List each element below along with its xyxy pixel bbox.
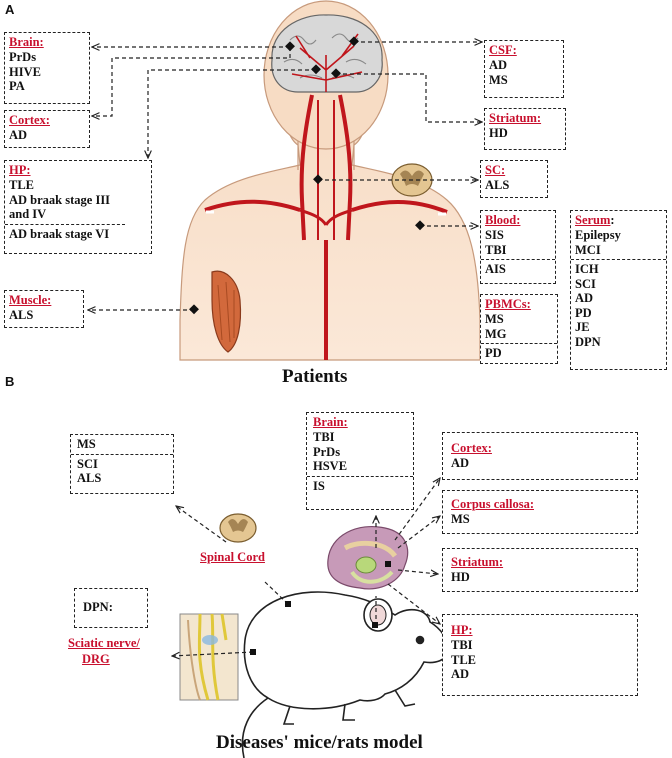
a-cortex-item: AD: [9, 128, 28, 142]
a-pbmcs-item: MS: [485, 312, 504, 326]
a-csf-item: AD: [489, 58, 508, 72]
a-brain-item: HIVE: [9, 64, 41, 79]
b-brain-item: PrDs: [313, 444, 341, 459]
a-hp-title: HP:: [9, 163, 31, 177]
b-brain-item: HSVE: [313, 459, 348, 473]
panel-b-letter: B: [5, 374, 15, 389]
b-striatum-item: HD: [451, 570, 470, 584]
b-corpus-item: MS: [451, 512, 470, 526]
a-hp-box: HP: TLE AD braak stage III and IV AD bra…: [4, 160, 152, 254]
a-brain-item: PrDs: [9, 50, 37, 64]
b-brain-divider: [307, 475, 413, 477]
a-cortex-box: Cortex: AD: [4, 110, 90, 148]
a-sc-box: SC: ALS: [480, 160, 548, 198]
a-blood-item: SIS: [485, 228, 504, 242]
brain-icon: [271, 14, 383, 93]
a-striatum-item: HD: [489, 126, 508, 140]
b-cortex-title: Cortex:: [451, 441, 492, 455]
a-csf-box: CSF: AD MS: [484, 40, 564, 98]
a-pbmcs-item: PD: [485, 346, 502, 360]
a-pbmcs-divider: [481, 343, 557, 344]
b-hp-item: TBI: [451, 638, 473, 652]
panel-b-connectors: [172, 478, 440, 656]
drg-label: DRG: [82, 652, 110, 666]
b-brain-item: TBI: [313, 430, 335, 444]
a-pbmcs-item: MG: [485, 326, 507, 341]
sciatic-nerve-label: Sciatic nerve/: [68, 636, 140, 650]
panel-b-anchor-points: [250, 561, 391, 655]
b-brain-item: IS: [313, 478, 325, 493]
b-sc-item: MS: [77, 437, 96, 451]
b-hp-item: TLE: [451, 652, 477, 667]
spinal-cord-icon: [219, 513, 257, 543]
a-serum-item: SCI: [575, 276, 596, 291]
a-striatum-box: Striatum: HD: [484, 108, 566, 150]
panel-a-letter: A: [5, 2, 15, 17]
b-hp-title: HP:: [451, 623, 473, 637]
a-brain-title: Brain:: [9, 35, 44, 49]
a-cortex-title: Cortex:: [9, 113, 50, 127]
b-striatum-title: Striatum:: [451, 555, 504, 569]
a-muscle-title: Muscle:: [9, 293, 52, 307]
b-cortex-box: Cortex: AD: [442, 432, 638, 480]
a-pbmcs-box: PBMCs: MS MG PD: [480, 294, 558, 364]
a-serum-item: ICH: [575, 262, 599, 276]
panel-a-connectors: [88, 42, 482, 310]
b-hp-item: AD: [451, 667, 470, 681]
a-serum-item: PD: [575, 305, 592, 320]
b-cortex-item: AD: [451, 456, 470, 470]
b-brain-box: Brain: TBI PrDs HSVE IS: [306, 412, 414, 510]
a-blood-item: AIS: [485, 262, 506, 276]
b-sc-item: ALS: [77, 471, 102, 485]
b-sc-divider: [71, 453, 173, 455]
a-muscle-box: Muscle: ALS: [4, 290, 84, 328]
a-serum-divider: [571, 259, 666, 260]
a-hp-item: and IV: [9, 207, 47, 221]
a-sc-item: ALS: [485, 178, 510, 192]
b-brain-title: Brain:: [313, 415, 348, 429]
a-serum-title: Serum: [575, 213, 611, 227]
a-serum-item: JE: [575, 320, 590, 334]
a-hp-item: AD braak stage VI: [9, 226, 110, 241]
muscle-icon: [211, 270, 242, 353]
b-sc-box: MS SCI ALS: [70, 434, 174, 494]
b-hp-box: HP: TBI TLE AD: [442, 614, 638, 696]
b-dpn-box: DPN:: [74, 588, 148, 628]
a-hp-item: AD braak stage III: [9, 192, 111, 207]
b-sc-item: SCI: [77, 456, 98, 471]
a-serum-title-colon: :: [610, 213, 615, 227]
rat-brain-icon: [327, 526, 409, 590]
a-brain-box: Brain: PrDs HIVE PA: [4, 32, 90, 104]
human-body-illustration: [179, 0, 481, 361]
b-corpus-box: Corpus callosa: MS: [442, 490, 638, 534]
a-blood-divider: [481, 259, 555, 260]
rat-illustration: [241, 591, 467, 758]
a-brain-item: PA: [9, 79, 25, 93]
b-corpus-title: Corpus callosa:: [451, 497, 534, 511]
a-blood-item: TBI: [485, 242, 507, 257]
a-serum-item: AD: [575, 291, 594, 305]
a-striatum-title: Striatum:: [489, 111, 542, 125]
panel-b-caption: Diseases' mice/rats model: [216, 732, 423, 753]
a-csf-title: CSF:: [489, 43, 517, 57]
a-muscle-item: ALS: [9, 308, 34, 322]
a-csf-item: MS: [489, 72, 508, 87]
b-dpn-label: DPN:: [83, 600, 113, 614]
a-hp-divider: [5, 223, 125, 225]
a-serum-item: MCI: [575, 242, 601, 257]
a-serum-item: DPN: [575, 334, 601, 349]
a-sc-title: SC:: [485, 163, 506, 177]
sciatic-nerve-image: [179, 613, 239, 701]
spinal-cord-label: Spinal Cord: [200, 550, 265, 564]
a-serum-title-row: Serum:: [575, 213, 662, 228]
a-serum-item: Epilepsy: [575, 228, 621, 242]
a-pbmcs-title: PBMCs:: [485, 297, 531, 311]
b-striatum-box: Striatum: HD: [442, 548, 638, 592]
panel-a-caption: Patients: [282, 366, 348, 387]
a-blood-title: Blood:: [485, 213, 521, 227]
a-serum-box: Serum: Epilepsy MCI ICH SCI AD PD JE DPN: [570, 210, 667, 370]
a-blood-box: Blood: SIS TBI AIS: [480, 210, 556, 284]
a-hp-item: TLE: [9, 178, 35, 192]
